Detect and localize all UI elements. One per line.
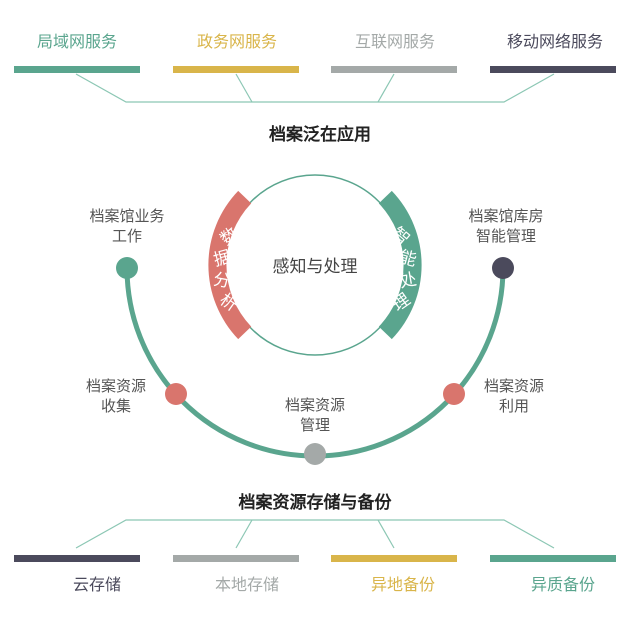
top-connectors	[75, 73, 555, 103]
label-top-left-line1: 档案馆业务	[89, 207, 165, 225]
top-bar-gov	[173, 66, 299, 73]
bottom-title: 档案资源存储与备份	[238, 493, 392, 513]
bottom-bar-cloud	[14, 555, 140, 562]
label-mid-left-line2: 收集	[100, 397, 131, 415]
label-bottom: 档案资源 管理	[245, 395, 385, 435]
label-mid-right-line1: 档案资源	[483, 377, 544, 395]
bottom-bar-local	[173, 555, 299, 562]
bottom-bar-remote	[331, 555, 457, 562]
right-arc-char-3: 处	[398, 270, 418, 293]
left-arc-data-analysis	[208, 190, 252, 340]
top-bar-lan	[14, 66, 140, 73]
bottom-label-hetero: 异质备份	[530, 575, 595, 594]
label-top-right-line1: 档案馆库房	[468, 207, 544, 225]
label-mid-left: 档案资源 收集	[46, 376, 186, 416]
center-text: 感知与处理	[273, 257, 358, 277]
top-bar-internet	[331, 66, 457, 73]
top-bar-mobile	[490, 66, 616, 73]
bottom-bar-hetero	[490, 555, 616, 562]
label-mid-left-line1: 档案资源	[85, 377, 146, 395]
label-top-left: 档案馆业务 工作	[57, 206, 197, 246]
label-mid-right: 档案资源 利用	[444, 376, 584, 416]
bottom-label-cloud: 云存储	[72, 575, 121, 594]
node-top-left	[116, 257, 138, 279]
top-label-mobile: 移动网络服务	[506, 32, 603, 51]
bottom-connectors	[75, 519, 555, 549]
left-arc-char-3: 分	[212, 270, 232, 293]
top-label-lan: 局域网服务	[36, 32, 117, 51]
bottom-label-local: 本地存储	[214, 575, 279, 594]
top-label-internet: 互联网服务	[354, 32, 435, 51]
node-top-right	[492, 257, 514, 279]
node-bottom	[304, 443, 326, 465]
label-bottom-line1: 档案资源	[284, 396, 345, 414]
node-mid-left	[165, 383, 187, 405]
right-arc-smart-processing	[378, 190, 422, 340]
label-mid-right-line2: 利用	[498, 397, 529, 415]
top-label-gov: 政务网服务	[196, 32, 277, 51]
node-mid-right	[443, 383, 465, 405]
left-arc-char-2: 据	[211, 247, 233, 271]
label-top-right-line2: 智能管理	[475, 227, 536, 245]
top-title: 档案泛在应用	[269, 125, 371, 145]
label-top-right: 档案馆库房 智能管理	[436, 206, 576, 246]
bottom-label-remote: 异地备份	[370, 575, 435, 594]
label-bottom-line2: 管理	[299, 416, 330, 434]
label-top-left-line2: 工作	[111, 227, 142, 245]
right-arc-char-2: 能	[397, 247, 419, 271]
